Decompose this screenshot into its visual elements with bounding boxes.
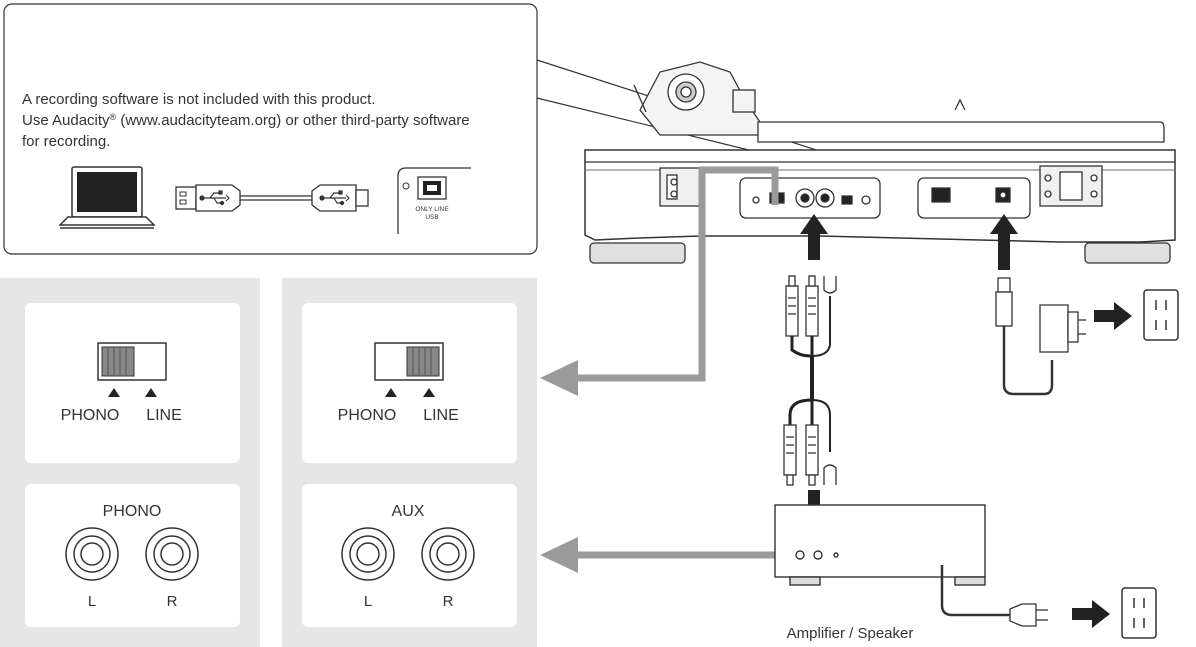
turntable-icon (584, 61, 1176, 264)
usb-port-label-2: USB (425, 214, 438, 221)
note-line-2: Use Audacity® (www.audacityteam.org) or … (22, 112, 470, 129)
black-arrow-plug-2 (1094, 302, 1132, 330)
laptop-icon (58, 166, 156, 229)
input-title-phono: PHONO (103, 503, 162, 520)
usb-port-label-1: ONLY LINE (415, 206, 449, 213)
rca-jack-right (145, 527, 199, 581)
switch-label-phono-2: PHONO (338, 407, 397, 424)
selector-switch-line (374, 342, 444, 397)
gray-arrow-amplifier (540, 537, 775, 573)
ac-adapter-icon (995, 277, 1086, 396)
power-outlet-icon-2 (1143, 289, 1179, 341)
selector-switch-phono (97, 342, 167, 397)
input-title-aux: AUX (392, 503, 425, 520)
rca-jack-left (65, 527, 119, 581)
black-arrow-dc-in (990, 214, 1018, 270)
input-card-phono (25, 484, 240, 627)
switch-label-line: LINE (146, 407, 182, 424)
switch-label-line-2: LINE (423, 407, 459, 424)
black-arrow-audio-out (800, 214, 828, 260)
rca-cable-icon (783, 275, 837, 486)
note-line-1: A recording software is not included wit… (22, 91, 376, 108)
aux-label-r: R (443, 593, 454, 610)
power-outlet-icon (1121, 587, 1157, 639)
gray-arrow-switch (540, 166, 779, 396)
switch-label-phono: PHONO (61, 407, 120, 424)
amplifier-icon (774, 504, 1010, 617)
switch-card-phono (25, 303, 240, 463)
aux-label-l: L (364, 593, 372, 610)
usb-port-panel (397, 167, 471, 234)
note-line-3: for recording. (22, 133, 110, 150)
usb-symbol-icon (199, 190, 230, 206)
aux-jack-right (421, 527, 475, 581)
switch-card-line (302, 303, 517, 463)
black-arrow-plug-1 (1072, 600, 1110, 628)
aux-jack-left (341, 527, 395, 581)
jack-label-r: R (167, 593, 178, 610)
jack-label-l: L (88, 593, 96, 610)
usb-cable-icon (175, 184, 369, 212)
input-card-aux (302, 484, 517, 627)
amplifier-label: Amplifier / Speaker (787, 625, 914, 642)
power-plug-icon (1009, 603, 1048, 627)
